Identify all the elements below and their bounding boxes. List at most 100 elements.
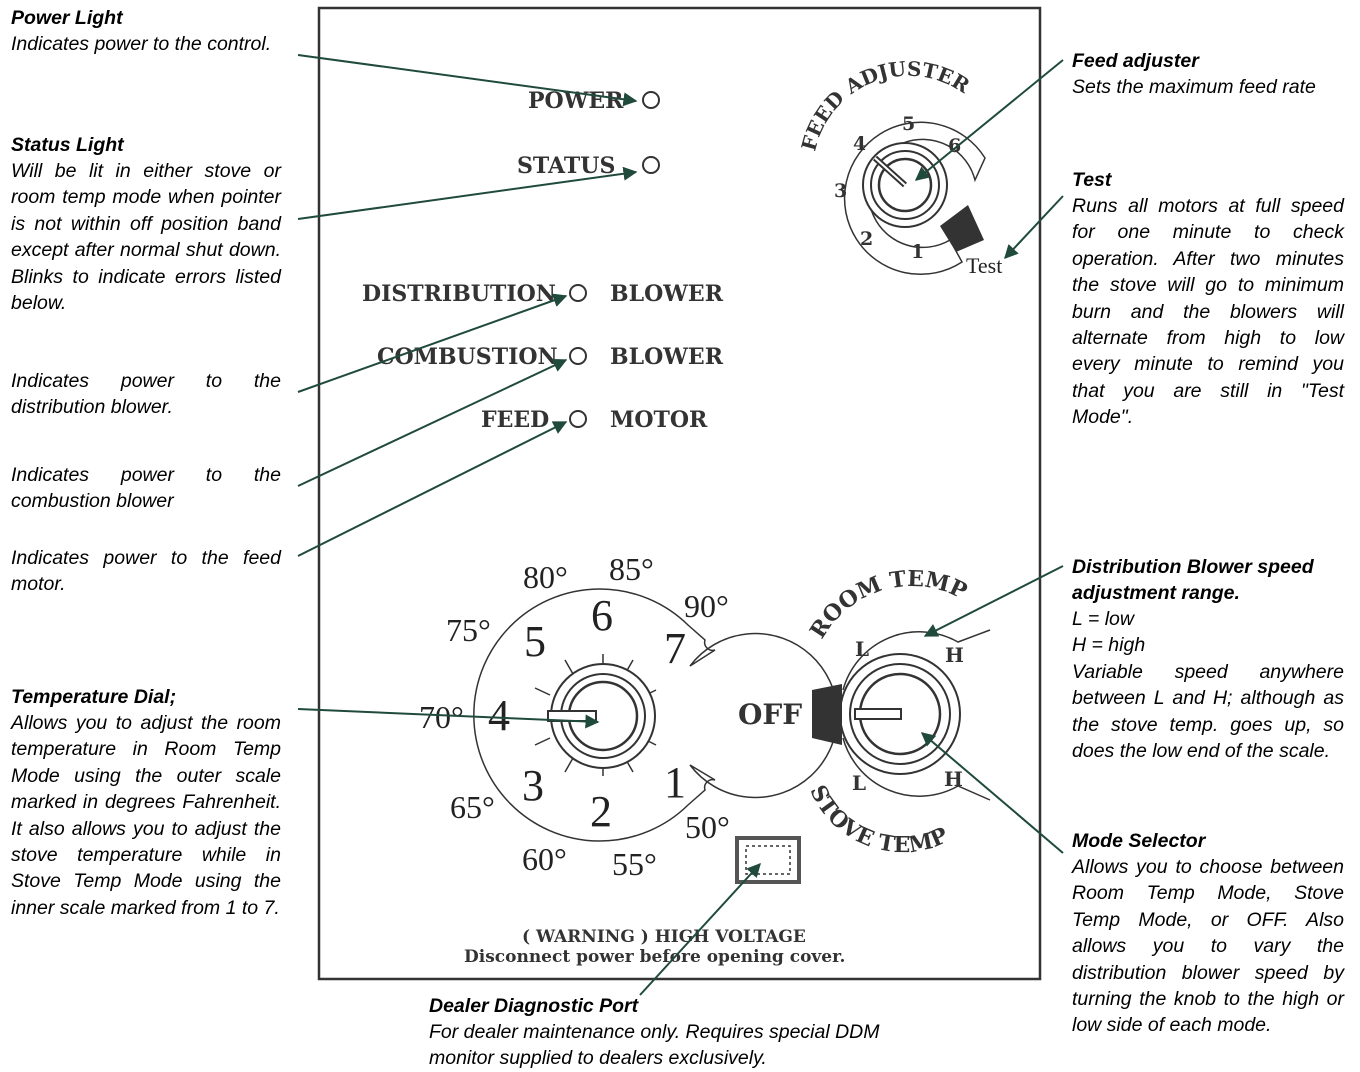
dealer-port-body: For dealer maintenance only. Requires sp… bbox=[429, 1021, 880, 1070]
mode-selector[interactable]: OFF ROOM TEMP STOVE TEMP L H L H bbox=[738, 566, 991, 858]
test-body: Runs all motors at full speed for one mi… bbox=[1072, 195, 1344, 429]
leader-power bbox=[297, 54, 638, 107]
mode-selector-body: Allows you to choose between Room Temp M… bbox=[1072, 856, 1344, 1037]
distribution-body: Indicates power to the distribution blow… bbox=[11, 370, 281, 419]
feed-adjuster-scale-band bbox=[843, 121, 986, 276]
temp-outer-85: 85° bbox=[609, 551, 654, 587]
test-label: Test bbox=[966, 253, 1002, 278]
feed-adjuster-pointer-inner bbox=[874, 157, 906, 186]
dealer-port-title: Dealer Diagnostic Port bbox=[429, 995, 639, 1017]
feed-adjuster-title: Feed adjuster bbox=[1072, 50, 1199, 72]
feed-led bbox=[569, 410, 587, 428]
temperature-dial-title: Temperature Dial; bbox=[11, 686, 177, 708]
annotation-feed-adjuster: Feed adjuster Sets the maximum feed rate bbox=[1072, 48, 1344, 100]
off-label: OFF bbox=[738, 698, 802, 731]
temp-outer-80: 80° bbox=[523, 559, 568, 595]
room-high-label: H bbox=[945, 643, 964, 667]
temp-outer-90: 90° bbox=[684, 588, 729, 624]
temp-outer-75: 75° bbox=[446, 612, 491, 648]
leader-temperature bbox=[297, 708, 600, 729]
leader-feed-adjuster bbox=[914, 59, 1064, 181]
stove-temp-label: STOVE TEMP bbox=[804, 781, 951, 858]
feed-number-3: 3 bbox=[834, 180, 847, 202]
combustion-led bbox=[569, 347, 587, 365]
feed-number-5: 5 bbox=[902, 113, 915, 135]
temp-inner-2: 2 bbox=[590, 787, 612, 836]
power-light-body: Indicates power to the control. bbox=[11, 33, 272, 55]
status-label: STATUS bbox=[517, 153, 615, 179]
panel-border bbox=[317, 6, 1042, 981]
temp-outer-70: 70° bbox=[419, 699, 464, 735]
annotation-test: Test Runs all motors at full speed for o… bbox=[1072, 167, 1344, 431]
temp-outer-60: 60° bbox=[522, 841, 567, 877]
feed-motor-body: Indicates power to the feed motor. bbox=[11, 547, 281, 596]
leader-diagnostic-port bbox=[639, 862, 761, 996]
distribution-label: DISTRIBUTION bbox=[362, 281, 556, 307]
leader-speed-range bbox=[923, 565, 1064, 637]
leader-lines bbox=[297, 54, 1064, 996]
status-led bbox=[642, 156, 660, 174]
temp-outer-50: 50° bbox=[685, 809, 730, 845]
feed-adjuster-dial[interactable]: FEED ADJUSTER 1 2 3 4 5 6 Test bbox=[796, 56, 1002, 278]
distribution-speed-title: Distribution Blower speed adjustment ran… bbox=[1072, 556, 1314, 604]
temperature-dial[interactable]: 1 2 3 4 5 6 7 50° 55° 60° 65° 70° 75° 80… bbox=[419, 551, 839, 882]
mode-pointer bbox=[854, 708, 902, 720]
distribution-blower-label: BLOWER bbox=[610, 281, 724, 307]
warning-line-2: Disconnect power before opening cover. bbox=[464, 947, 845, 967]
annotation-temperature-dial: Temperature Dial; Allows you to adjust t… bbox=[11, 684, 281, 921]
room-temp-band bbox=[842, 629, 991, 691]
feed-label: FEED bbox=[481, 407, 549, 433]
annotation-feed-motor: Indicates power to the feed motor. bbox=[11, 545, 281, 598]
feed-number-2: 2 bbox=[860, 228, 873, 250]
annotation-status-light: Status Light Will be lit in either stove… bbox=[11, 132, 281, 316]
leader-test bbox=[1004, 195, 1064, 260]
temp-inner-5: 5 bbox=[524, 617, 546, 666]
distribution-led bbox=[569, 284, 587, 302]
warning-line-1: ( WARNING ) HIGH VOLTAGE bbox=[522, 927, 806, 947]
test-title: Test bbox=[1072, 169, 1112, 191]
distribution-speed-high: H = high bbox=[1072, 634, 1146, 657]
temp-inner-4: 4 bbox=[488, 691, 510, 740]
feed-number-1: 1 bbox=[911, 241, 924, 263]
status-light-body: Will be lit in either stove or room temp… bbox=[11, 160, 281, 315]
combustion-label: COMBUSTION bbox=[377, 344, 558, 370]
feed-adjuster-body: Sets the maximum feed rate bbox=[1072, 76, 1316, 98]
annotation-distribution: Indicates power to the distribution blow… bbox=[11, 368, 281, 421]
temp-outer-55: 55° bbox=[612, 846, 657, 882]
distribution-speed-low: L = low bbox=[1072, 608, 1134, 630]
annotation-dealer-port: Dealer Diagnostic Port For dealer mainte… bbox=[429, 993, 949, 1072]
diagnostic-port[interactable] bbox=[735, 836, 801, 884]
temperature-scale-band bbox=[473, 588, 839, 842]
stove-low-label: L bbox=[852, 771, 866, 795]
status-light-title: Status Light bbox=[11, 134, 124, 156]
annotation-mode-selector: Mode Selector Allows you to choose betwe… bbox=[1072, 828, 1344, 1039]
leader-distribution bbox=[297, 293, 568, 393]
test-wedge bbox=[940, 205, 984, 252]
annotation-distribution-speed: Distribution Blower speed adjustment ran… bbox=[1072, 554, 1344, 764]
feed-number-4: 4 bbox=[853, 133, 866, 155]
temp-inner-6: 6 bbox=[591, 591, 613, 640]
stove-temp-band bbox=[842, 737, 991, 801]
combustion-blower-label: BLOWER bbox=[610, 344, 724, 370]
leader-mode-selector bbox=[920, 732, 1064, 854]
stove-high-label: H bbox=[944, 767, 963, 791]
distribution-speed-body: Variable speed anywhere between L and H;… bbox=[1072, 660, 1344, 763]
off-wedge bbox=[812, 684, 842, 745]
leader-status bbox=[297, 166, 638, 220]
combustion-body: Indicates power to the combustion blower bbox=[11, 464, 281, 513]
temp-inner-3: 3 bbox=[522, 761, 544, 810]
temperature-dial-body: Allows you to adjust the room temperatur… bbox=[11, 712, 281, 919]
feed-number-6: 6 bbox=[948, 135, 961, 157]
power-light-title: Power Light bbox=[11, 7, 123, 29]
temp-outer-65: 65° bbox=[450, 789, 495, 825]
annotation-combustion: Indicates power to the combustion blower bbox=[11, 462, 281, 515]
power-led bbox=[642, 91, 660, 109]
temp-inner-7: 7 bbox=[664, 624, 686, 673]
leader-feed bbox=[297, 421, 568, 557]
feed-motor-label: MOTOR bbox=[610, 407, 708, 433]
temp-inner-1: 1 bbox=[664, 758, 686, 807]
mode-selector-title: Mode Selector bbox=[1072, 830, 1206, 852]
annotation-power-light: Power Light Indicates power to the contr… bbox=[11, 5, 281, 57]
room-low-label: L bbox=[855, 637, 869, 661]
